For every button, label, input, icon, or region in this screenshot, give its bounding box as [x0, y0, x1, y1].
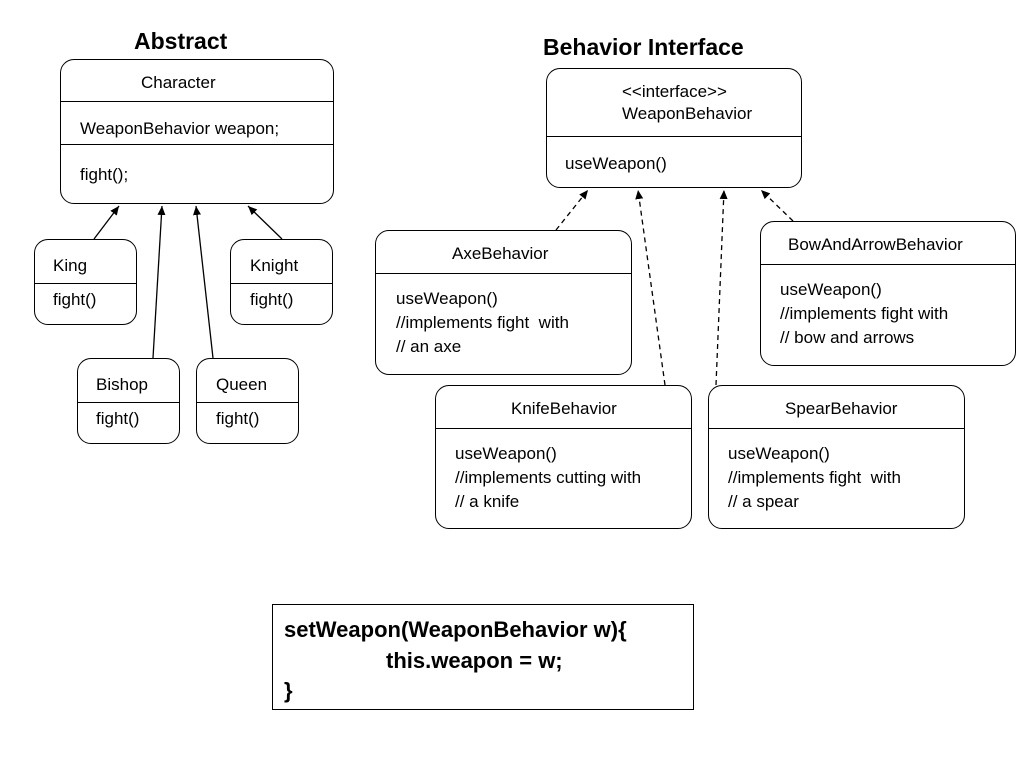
- bishop-method: fight(): [96, 409, 140, 428]
- code-line-3: }: [284, 678, 293, 703]
- code-line-1: setWeapon(WeaponBehavior w){: [284, 617, 627, 642]
- bow-behavior-name: BowAndArrowBehavior: [788, 235, 963, 254]
- queen-inherits-arrow: [193, 205, 214, 359]
- character-class-box: Character WeaponBehavior weapon; fight()…: [60, 59, 334, 204]
- weapon-behavior-interface-box: <<interface>> WeaponBehavior useWeapon(): [546, 68, 802, 188]
- bow-behavior-line-3: // bow and arrows: [780, 328, 915, 347]
- queen-class-box: Queen fight(): [196, 358, 299, 444]
- bow-behavior-line-2: //implements fight with: [780, 304, 949, 323]
- interface-name: WeaponBehavior: [622, 104, 753, 123]
- bow-implements-arrow: [760, 189, 794, 222]
- king-inherits-arrow: [93, 205, 120, 240]
- bow-and-arrow-behavior-box: BowAndArrowBehavior useWeapon() //implem…: [760, 221, 1016, 366]
- king-class-name: King: [53, 256, 88, 275]
- character-attribute: WeaponBehavior weapon;: [80, 119, 280, 138]
- knife-behavior-line-3: // a knife: [455, 492, 520, 511]
- spear-behavior-line-1: useWeapon(): [728, 444, 830, 463]
- king-method: fight(): [53, 290, 97, 309]
- knife-behavior-box: KnifeBehavior useWeapon() //implements c…: [435, 385, 692, 529]
- axe-behavior-line-2: //implements fight with: [396, 313, 569, 332]
- bishop-class-name: Bishop: [96, 375, 148, 394]
- interface-method: useWeapon(): [565, 154, 667, 173]
- spear-behavior-line-3: // a spear: [728, 492, 799, 511]
- behavior-interface-heading: Behavior Interface: [543, 34, 744, 60]
- axe-behavior-line-3: // an axe: [396, 337, 462, 356]
- king-class-box: King fight(): [34, 239, 137, 325]
- knight-method: fight(): [250, 290, 294, 309]
- knight-inherits-arrow: [247, 205, 283, 240]
- character-method: fight();: [80, 165, 129, 184]
- axe-behavior-line-1: useWeapon(): [396, 289, 498, 308]
- spear-implements-arrow: [715, 189, 728, 386]
- character-class-name: Character: [141, 73, 216, 92]
- spear-behavior-name: SpearBehavior: [785, 399, 898, 418]
- queen-method: fight(): [216, 409, 260, 428]
- queen-class-name: Queen: [216, 375, 268, 394]
- knife-behavior-line-2: //implements cutting with: [455, 468, 642, 487]
- knight-class-box: Knight fight(): [230, 239, 333, 325]
- axe-behavior-box: AxeBehavior useWeapon() //implements fig…: [375, 230, 632, 375]
- spear-behavior-line-2: //implements fight with: [728, 468, 901, 487]
- spear-behavior-box: SpearBehavior useWeapon() //implements f…: [708, 385, 965, 529]
- knife-implements-arrow: [635, 189, 666, 386]
- axe-behavior-name: AxeBehavior: [452, 244, 549, 263]
- set-weapon-code-box: setWeapon(WeaponBehavior w){ this.weapon…: [272, 604, 694, 710]
- code-line-2: this.weapon = w;: [386, 648, 563, 673]
- knife-behavior-line-1: useWeapon(): [455, 444, 557, 463]
- axe-implements-arrow: [555, 189, 589, 231]
- knight-class-name: Knight: [250, 256, 299, 275]
- bow-behavior-line-1: useWeapon(): [780, 280, 882, 299]
- knife-behavior-name: KnifeBehavior: [511, 399, 617, 418]
- interface-stereotype: <<interface>>: [622, 82, 727, 101]
- bishop-class-box: Bishop fight(): [77, 358, 180, 444]
- abstract-heading: Abstract: [134, 28, 228, 54]
- bishop-inherits-arrow: [152, 205, 166, 359]
